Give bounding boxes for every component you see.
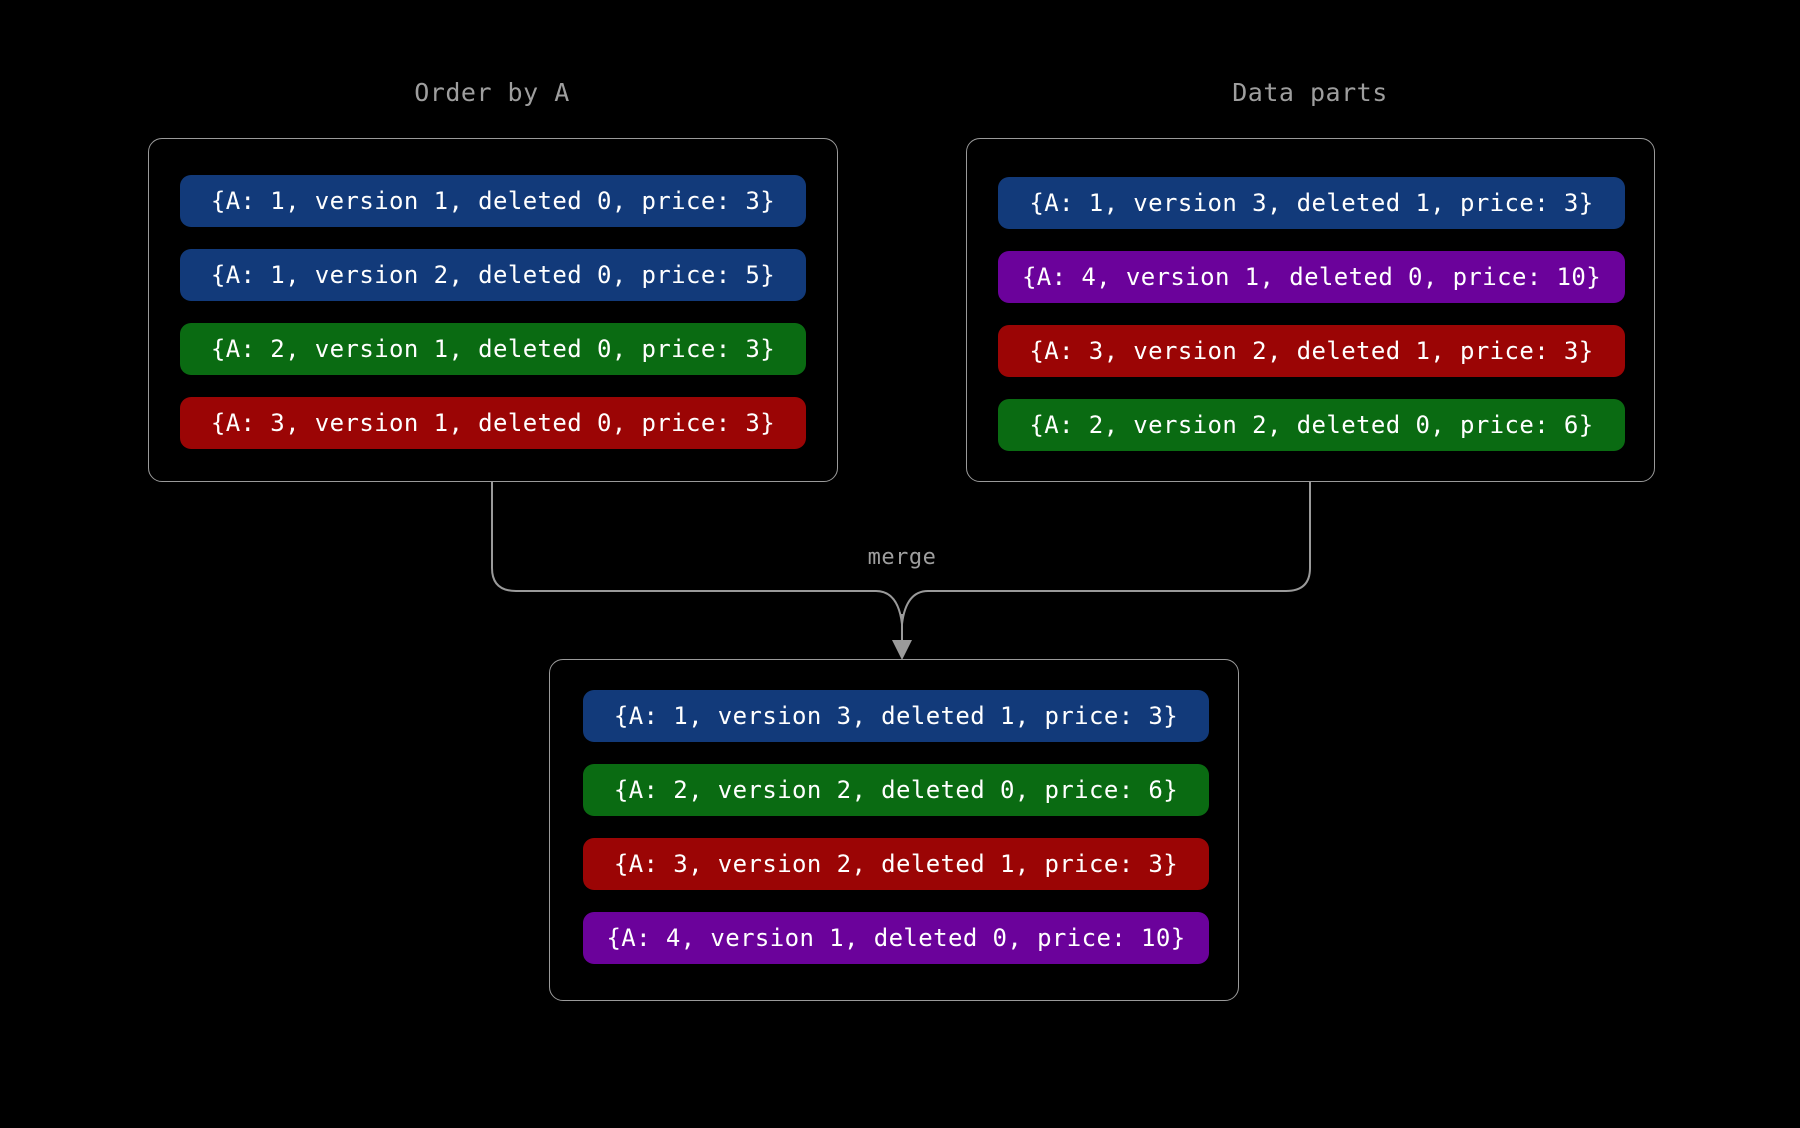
record-text: {A: 1, version 2, deleted 0, price: 5} xyxy=(210,261,776,289)
order-by-panel-title: Order by A xyxy=(414,78,570,107)
order-by-panel xyxy=(148,138,838,482)
record-text: {A: 1, version 3, deleted 1, price: 3} xyxy=(1029,189,1594,217)
data-parts-row-4: {A: 2, version 2, deleted 0, price: 6} xyxy=(998,399,1625,451)
record-text: {A: 1, version 3, deleted 1, price: 3} xyxy=(613,702,1179,730)
record-text: {A: 2, version 2, deleted 0, price: 6} xyxy=(1029,411,1594,439)
order-by-row-2: {A: 1, version 2, deleted 0, price: 5} xyxy=(180,249,806,301)
data-parts-row-3: {A: 3, version 2, deleted 1, price: 3} xyxy=(998,325,1625,377)
record-text: {A: 2, version 1, deleted 0, price: 3} xyxy=(210,335,776,363)
merge-edge-right xyxy=(901,482,1311,625)
record-text: {A: 3, version 1, deleted 0, price: 3} xyxy=(210,409,776,437)
data-parts-row-1: {A: 1, version 3, deleted 1, price: 3} xyxy=(998,177,1625,229)
record-text: {A: 2, version 2, deleted 0, price: 6} xyxy=(613,776,1179,804)
order-by-row-4: {A: 3, version 1, deleted 0, price: 3} xyxy=(180,397,806,449)
merged-row-3: {A: 3, version 2, deleted 1, price: 3} xyxy=(583,838,1209,890)
merge-edge-left xyxy=(491,482,903,625)
record-text: {A: 3, version 2, deleted 1, price: 3} xyxy=(613,850,1179,878)
record-text: {A: 4, version 1, deleted 0, price: 10} xyxy=(1021,263,1602,291)
merged-row-1: {A: 1, version 3, deleted 1, price: 3} xyxy=(583,690,1209,742)
data-parts-panel-title: Data parts xyxy=(1232,78,1388,107)
merged-panel xyxy=(549,659,1239,1001)
merged-row-4: {A: 4, version 1, deleted 0, price: 10} xyxy=(583,912,1209,964)
merge-edge-label: merge xyxy=(867,545,937,570)
data-parts-panel xyxy=(966,138,1655,482)
record-text: {A: 3, version 2, deleted 1, price: 3} xyxy=(1029,337,1594,365)
data-parts-row-2: {A: 4, version 1, deleted 0, price: 10} xyxy=(998,251,1625,303)
merge-arrowhead xyxy=(892,640,912,660)
merged-row-2: {A: 2, version 2, deleted 0, price: 6} xyxy=(583,764,1209,816)
order-by-row-1: {A: 1, version 1, deleted 0, price: 3} xyxy=(180,175,806,227)
record-text: {A: 4, version 1, deleted 0, price: 10} xyxy=(606,924,1186,952)
record-text: {A: 1, version 1, deleted 0, price: 3} xyxy=(210,187,776,215)
order-by-row-3: {A: 2, version 1, deleted 0, price: 3} xyxy=(180,323,806,375)
